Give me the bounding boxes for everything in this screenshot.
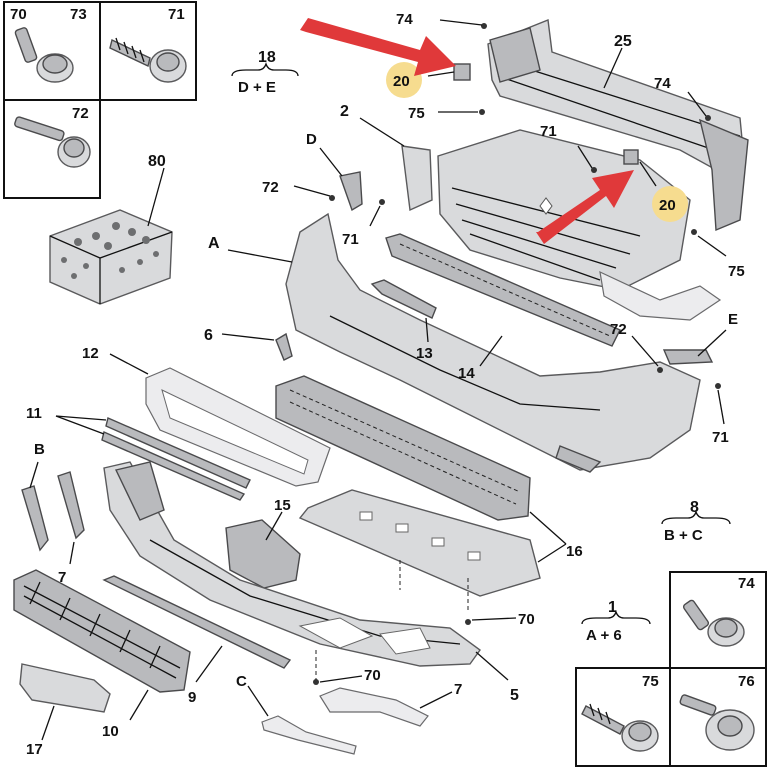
label-20-top: 20 <box>393 73 410 90</box>
box-70-73 <box>3 1 101 101</box>
label-75-top: 75 <box>408 105 425 122</box>
part-7-left: 7 <box>57 471 85 586</box>
label-71-left: 71 <box>342 231 359 248</box>
group-8: 8 B + C <box>661 499 731 544</box>
highlight-20-right <box>652 186 688 222</box>
bolt-71-right: 71 <box>712 383 729 446</box>
label-9: 9 <box>188 689 196 706</box>
label-71-box: 71 <box>168 6 185 23</box>
label-70: 70 <box>10 6 27 23</box>
bolt-75-right: 75 <box>691 229 745 280</box>
label-70-lower: 70 <box>518 611 535 628</box>
label-71-mid: 71 <box>540 123 557 140</box>
label-A: A <box>208 235 220 252</box>
label-17: 17 <box>26 741 43 758</box>
bolt-74-icon <box>682 599 745 647</box>
screw-71-icon <box>109 37 187 83</box>
label-72-box: 72 <box>72 105 89 122</box>
label-E: E <box>728 311 738 328</box>
label-74-box: 74 <box>738 575 755 592</box>
cover-17: 17 <box>19 663 111 758</box>
under-tray-16: 16 <box>298 489 583 610</box>
reinforcement-beam-25: 25 <box>487 19 749 232</box>
lower-bumper-5: 5 <box>103 461 519 704</box>
label-B: B <box>34 441 45 458</box>
clip-kit-80: 80 <box>49 153 173 305</box>
label-5: 5 <box>510 687 519 704</box>
strip-13: 13 <box>370 279 437 362</box>
trim-7-bottom: 7 <box>319 681 462 727</box>
group-18: 18 D + E <box>231 49 299 96</box>
label-15: 15 <box>274 497 291 514</box>
label-72-left: 72 <box>262 179 279 196</box>
label-75-box: 75 <box>642 673 659 690</box>
trim-C: C <box>236 673 357 755</box>
label-73: 73 <box>70 6 87 23</box>
bolt-74-top: 74 <box>396 11 487 29</box>
fastener-box-top-left: 70 73 71 72 <box>3 1 197 199</box>
grille-2: 2 <box>340 103 722 321</box>
bolt-71-mid: 71 <box>540 123 597 173</box>
red-arrow-right <box>536 170 634 244</box>
label-14: 14 <box>458 365 475 382</box>
bolt-72-icon <box>14 116 91 168</box>
bolt-74-right: 74 <box>654 75 711 121</box>
bolt-70-bottom: 70 <box>313 650 381 685</box>
mesh-grille-10: 10 <box>13 569 191 740</box>
absorber-14: 14 <box>385 233 621 382</box>
bracket-D: D <box>306 131 363 212</box>
bolt-70-73-icon <box>14 27 74 83</box>
bolt-70-lower-right: 70 <box>465 611 535 628</box>
label-76-box: 76 <box>738 673 755 690</box>
part-6: 6 <box>204 327 293 361</box>
label-72-right: 72 <box>610 321 627 338</box>
label-7-left: 7 <box>58 569 66 586</box>
bolt-75-icon <box>581 703 659 752</box>
label-2: 2 <box>340 103 349 120</box>
frame-12: 12 <box>82 345 331 487</box>
label-D: D <box>306 131 317 148</box>
label-71-right: 71 <box>712 429 729 446</box>
bolt-72-left: 72 <box>262 179 335 201</box>
label-74-right: 74 <box>654 75 671 92</box>
label-8: 8 <box>690 499 699 516</box>
bolt-75-top: 75 <box>408 105 485 122</box>
label-80: 80 <box>148 153 166 170</box>
label-12: 12 <box>82 345 99 362</box>
label-10: 10 <box>102 723 119 740</box>
label-70-bottom: 70 <box>364 667 381 684</box>
bumper-cover-A: A <box>208 212 701 473</box>
label-13: 13 <box>416 345 433 362</box>
group-1: 1 A + 6 <box>581 599 651 644</box>
label-74-top: 74 <box>396 11 413 28</box>
label-75-right: 75 <box>728 263 745 280</box>
bracket-15: 15 <box>225 497 301 589</box>
bracket-20-right: 20 <box>623 149 688 222</box>
label-20-right: 20 <box>659 197 676 214</box>
fastener-box-bottom-right: 74 75 76 <box>575 571 767 767</box>
label-11: 11 <box>26 405 42 422</box>
strip-9: 9 <box>102 575 292 706</box>
bolt-76-icon <box>679 694 755 751</box>
bolt-71-left: 71 <box>342 199 385 248</box>
label-18: 18 <box>258 49 276 66</box>
label-7-bottom: 7 <box>454 681 462 698</box>
label-C: C <box>236 673 247 690</box>
bracket-20-top: 20 <box>386 62 471 98</box>
label-16: 16 <box>566 543 583 560</box>
group-18-members: D + E <box>238 79 276 96</box>
label-25: 25 <box>614 33 632 50</box>
label-6: 6 <box>204 327 213 344</box>
red-arrow-top <box>300 18 456 76</box>
trim-11: 11 <box>26 405 251 501</box>
group-1-members: A + 6 <box>586 627 622 644</box>
highlight-20-top <box>386 62 422 98</box>
lower-grille <box>275 375 531 521</box>
label-1: 1 <box>608 599 617 616</box>
bolt-72-right: 72 <box>610 321 663 373</box>
group-8-members: B + C <box>664 527 703 544</box>
bracket-B: B <box>21 441 49 552</box>
bracket-E: E <box>662 311 738 365</box>
